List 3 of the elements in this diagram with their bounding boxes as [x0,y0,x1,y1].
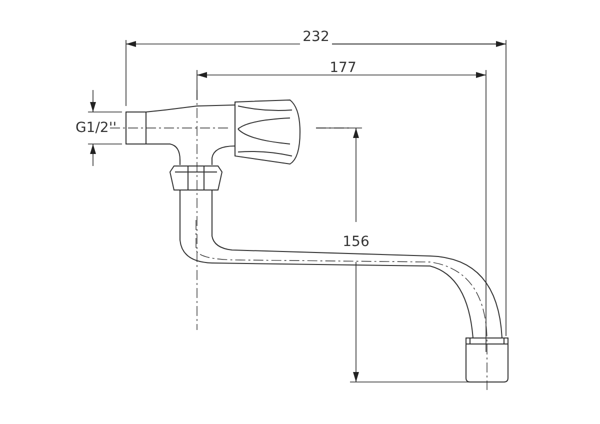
dimension-label: G1/2'' [74,120,118,136]
dimension-label: 232 [302,29,330,45]
dimension-label: 177 [328,60,358,76]
